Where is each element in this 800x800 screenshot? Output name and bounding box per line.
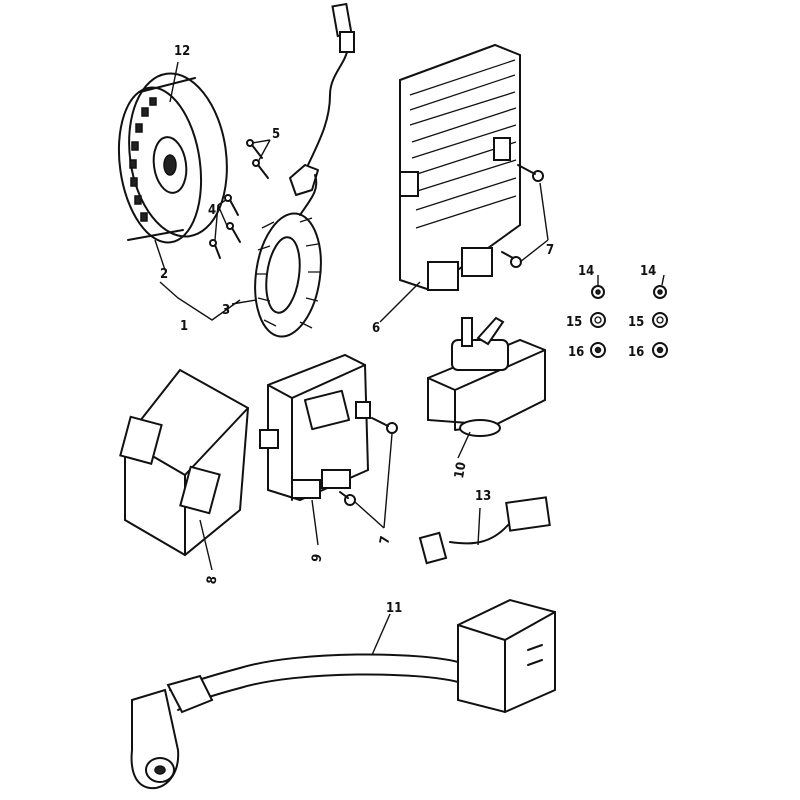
- callout-13: 13: [475, 489, 491, 504]
- callout-16-right: 16: [628, 345, 644, 360]
- callout-11: 11: [386, 601, 402, 616]
- callout-15-left: 15: [566, 315, 582, 330]
- callout-16-left: 16: [568, 345, 584, 360]
- callout-7-upper: 7: [546, 243, 554, 258]
- relay: [427, 316, 546, 437]
- screws-7-lower: [339, 417, 398, 506]
- callout-12: 12: [174, 44, 190, 59]
- connector-harness: [418, 496, 551, 565]
- callout-labels: 12 2 1 3 4 5 6 7 14 14 15 15 16 16 10 13…: [160, 44, 656, 616]
- callout-6: 6: [372, 321, 380, 336]
- control-unit: [259, 353, 371, 502]
- callout-1: 1: [180, 319, 188, 334]
- callout-15-right: 15: [628, 315, 644, 330]
- callout-14-left: 14: [578, 264, 594, 279]
- regulator-rectifier: [399, 43, 521, 292]
- callout-14-right: 14: [640, 264, 656, 279]
- callout-4: 4: [208, 203, 216, 218]
- cdi-unit: [119, 368, 250, 557]
- callout-7-lower: 7: [377, 535, 393, 546]
- nut-washer-set-right: [652, 285, 668, 358]
- screws-4: [209, 194, 241, 259]
- nut-washer-set-left: [590, 285, 606, 358]
- ignition-coil: [130, 598, 556, 790]
- leader-lines: [154, 61, 665, 656]
- callout-2: 2: [160, 267, 168, 282]
- stator: [254, 174, 322, 338]
- callout-3: 3: [222, 303, 230, 318]
- callout-9: 9: [309, 553, 325, 564]
- pickup-wire: [289, 2, 355, 196]
- callout-8: 8: [204, 575, 220, 586]
- callout-10: 10: [452, 461, 470, 480]
- screws-5: [246, 139, 269, 179]
- callout-5: 5: [272, 127, 280, 142]
- flywheel-rotor: [117, 72, 228, 244]
